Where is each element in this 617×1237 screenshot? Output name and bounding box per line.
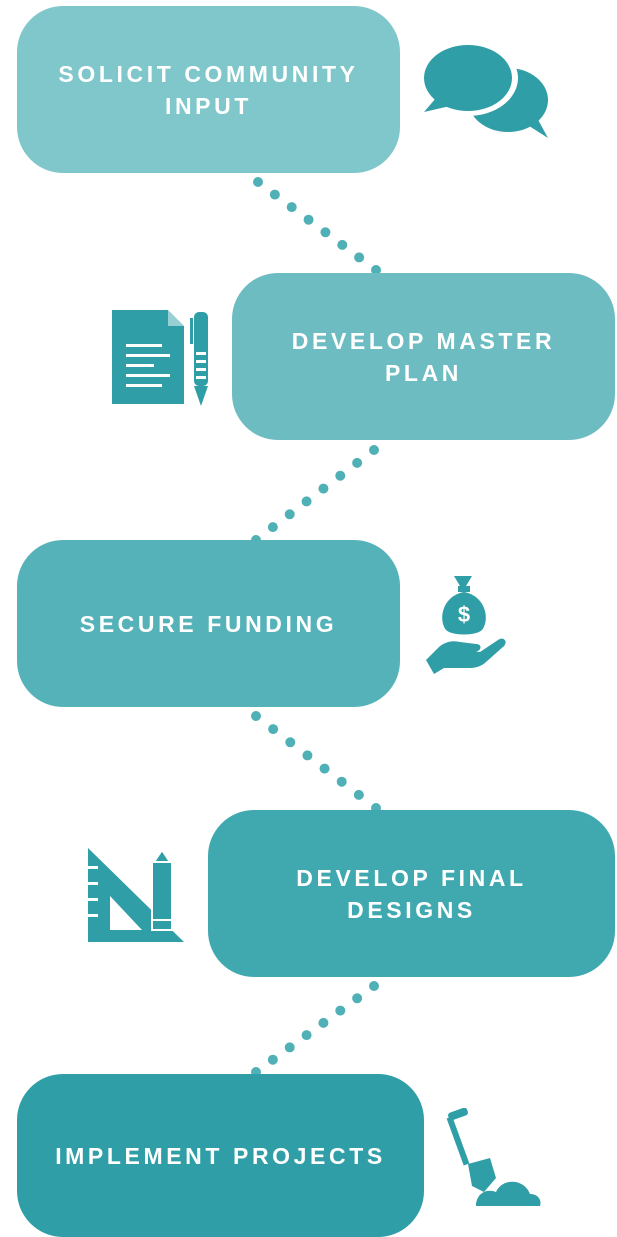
- connector-dot: [269, 189, 280, 200]
- connector-dot: [335, 1005, 346, 1016]
- connector-dot: [302, 750, 313, 761]
- connector-dot: [268, 724, 279, 735]
- step-label: SOLICIT COMMUNITY INPUT: [58, 60, 359, 119]
- connector-dot: [284, 1042, 295, 1053]
- step-label: DEVELOP MASTER PLAN: [291, 327, 556, 386]
- connector-dot: [253, 177, 263, 187]
- connector-dot: [369, 981, 379, 991]
- connector-dot: [369, 445, 379, 455]
- connector-dot: [267, 522, 278, 533]
- connector-dot: [301, 1030, 312, 1041]
- connector-dot: [336, 776, 347, 787]
- connector-dot: [353, 789, 364, 800]
- step-secure-funding: SECURE FUNDING: [17, 540, 400, 707]
- connector-dot: [284, 509, 295, 520]
- connector-dot: [285, 737, 296, 748]
- document-pen-icon: [112, 310, 208, 406]
- connector-dot: [301, 496, 312, 507]
- step-label: DEVELOP FINAL DESIGNS: [296, 864, 527, 923]
- connector-dot: [337, 239, 348, 250]
- step-solicit-community-input: SOLICIT COMMUNITY INPUT: [17, 6, 400, 173]
- connector-dot: [354, 252, 365, 263]
- connector-dot: [286, 202, 297, 213]
- money-bag-hand-icon: $: [426, 576, 506, 674]
- connector-dot: [335, 470, 346, 481]
- step-implement-projects: IMPLEMENT PROJECTS: [17, 1074, 424, 1237]
- connector-dot: [319, 763, 330, 774]
- connector-dot: [318, 1017, 329, 1028]
- triangle-ruler-pencil-icon: [88, 848, 184, 942]
- connector-dot: [352, 457, 363, 468]
- connector-dot: [318, 483, 329, 494]
- connector-dot: [267, 1054, 278, 1065]
- shovel-dirt-icon: [446, 1108, 541, 1206]
- step-develop-final-designs: DEVELOP FINAL DESIGNS: [208, 810, 615, 977]
- connector-dot: [251, 711, 261, 721]
- connector-dot: [320, 227, 331, 238]
- step-label: IMPLEMENT PROJECTS: [55, 1142, 386, 1169]
- connector-dot: [352, 993, 363, 1004]
- step-develop-master-plan: DEVELOP MASTER PLAN: [232, 273, 615, 440]
- step-label: SECURE FUNDING: [79, 610, 338, 637]
- speech-bubbles-icon: [422, 42, 548, 138]
- connector-dot: [303, 214, 314, 225]
- dollar-sign: $: [458, 602, 470, 627]
